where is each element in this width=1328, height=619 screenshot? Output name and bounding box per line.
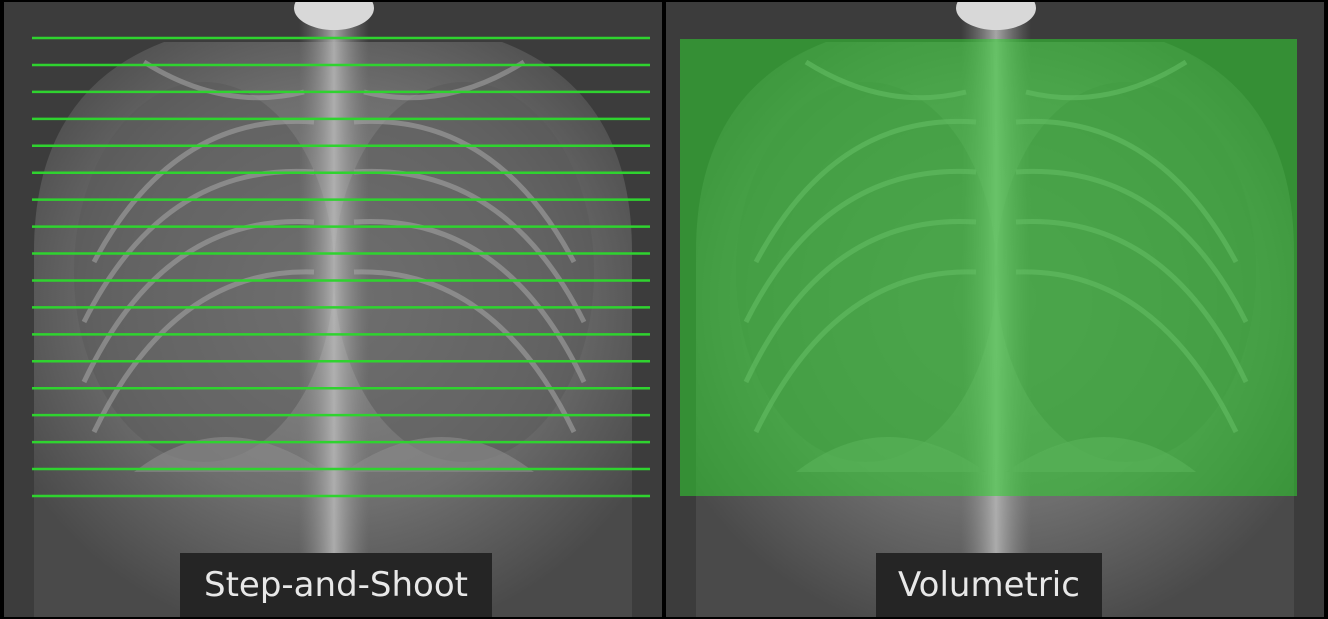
spine (299, 2, 369, 617)
volumetric-panel: Volumetric (666, 2, 1324, 617)
chest-xray-right (666, 2, 1324, 617)
step-and-shoot-label: Step-and-Shoot (180, 553, 492, 617)
chest-xray-left (4, 2, 662, 617)
step-and-shoot-panel: Step-and-Shoot (4, 2, 662, 617)
volumetric-label: Volumetric (876, 553, 1102, 617)
volume-highlight (680, 39, 1297, 496)
